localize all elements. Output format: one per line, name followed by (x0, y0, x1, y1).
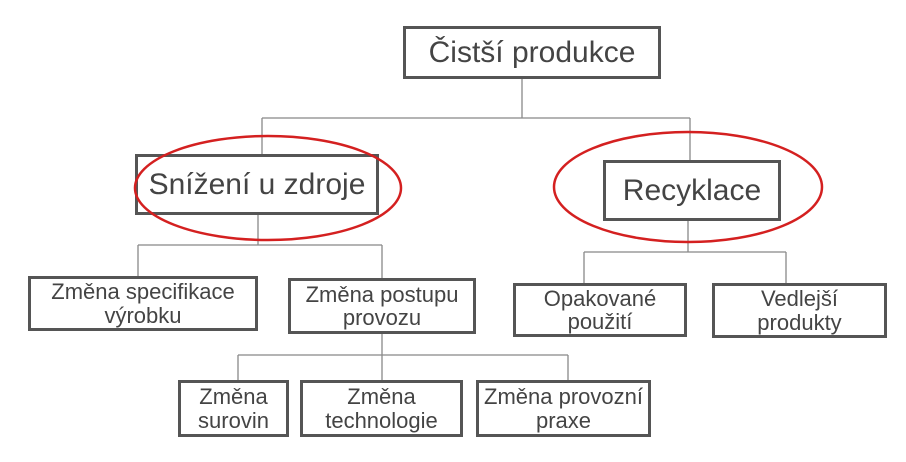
node-source-reduction: Snížení u zdroje (135, 154, 379, 215)
node-by-products: Vedlejší produkty (712, 283, 887, 338)
node-process-change: Změna postupu provozu (288, 278, 476, 334)
connector-process (237, 333, 569, 380)
node-label: Změna surovin (198, 384, 269, 433)
connector-root (261, 78, 691, 160)
node-product-spec-change: Změna specifikace výrobku (28, 276, 258, 331)
node-label: Čistší produkce (428, 35, 636, 69)
node-label: Snížení u zdroje (148, 167, 366, 201)
node-label: Recyklace (622, 173, 762, 207)
node-label: Změna specifikace výrobku (51, 279, 235, 328)
node-label: Změna technologie (325, 384, 438, 433)
node-recycling: Recyklace (603, 160, 781, 221)
node-raw-material-change: Změna surovin (178, 380, 289, 437)
connector-reduction (137, 214, 383, 278)
node-cleaner-production: Čistší produkce (403, 26, 661, 79)
node-reuse: Opakované použití (513, 283, 687, 337)
node-label: Opakované použití (543, 285, 657, 334)
node-label: Změna provozní praxe (484, 384, 643, 433)
node-label: Vedlejší produkty (757, 286, 842, 335)
node-practice-change: Změna provozní praxe (476, 380, 651, 437)
node-label: Změna postupu provozu (305, 281, 459, 330)
connector-recycling (583, 220, 787, 283)
node-technology-change: Změna technologie (300, 380, 463, 437)
